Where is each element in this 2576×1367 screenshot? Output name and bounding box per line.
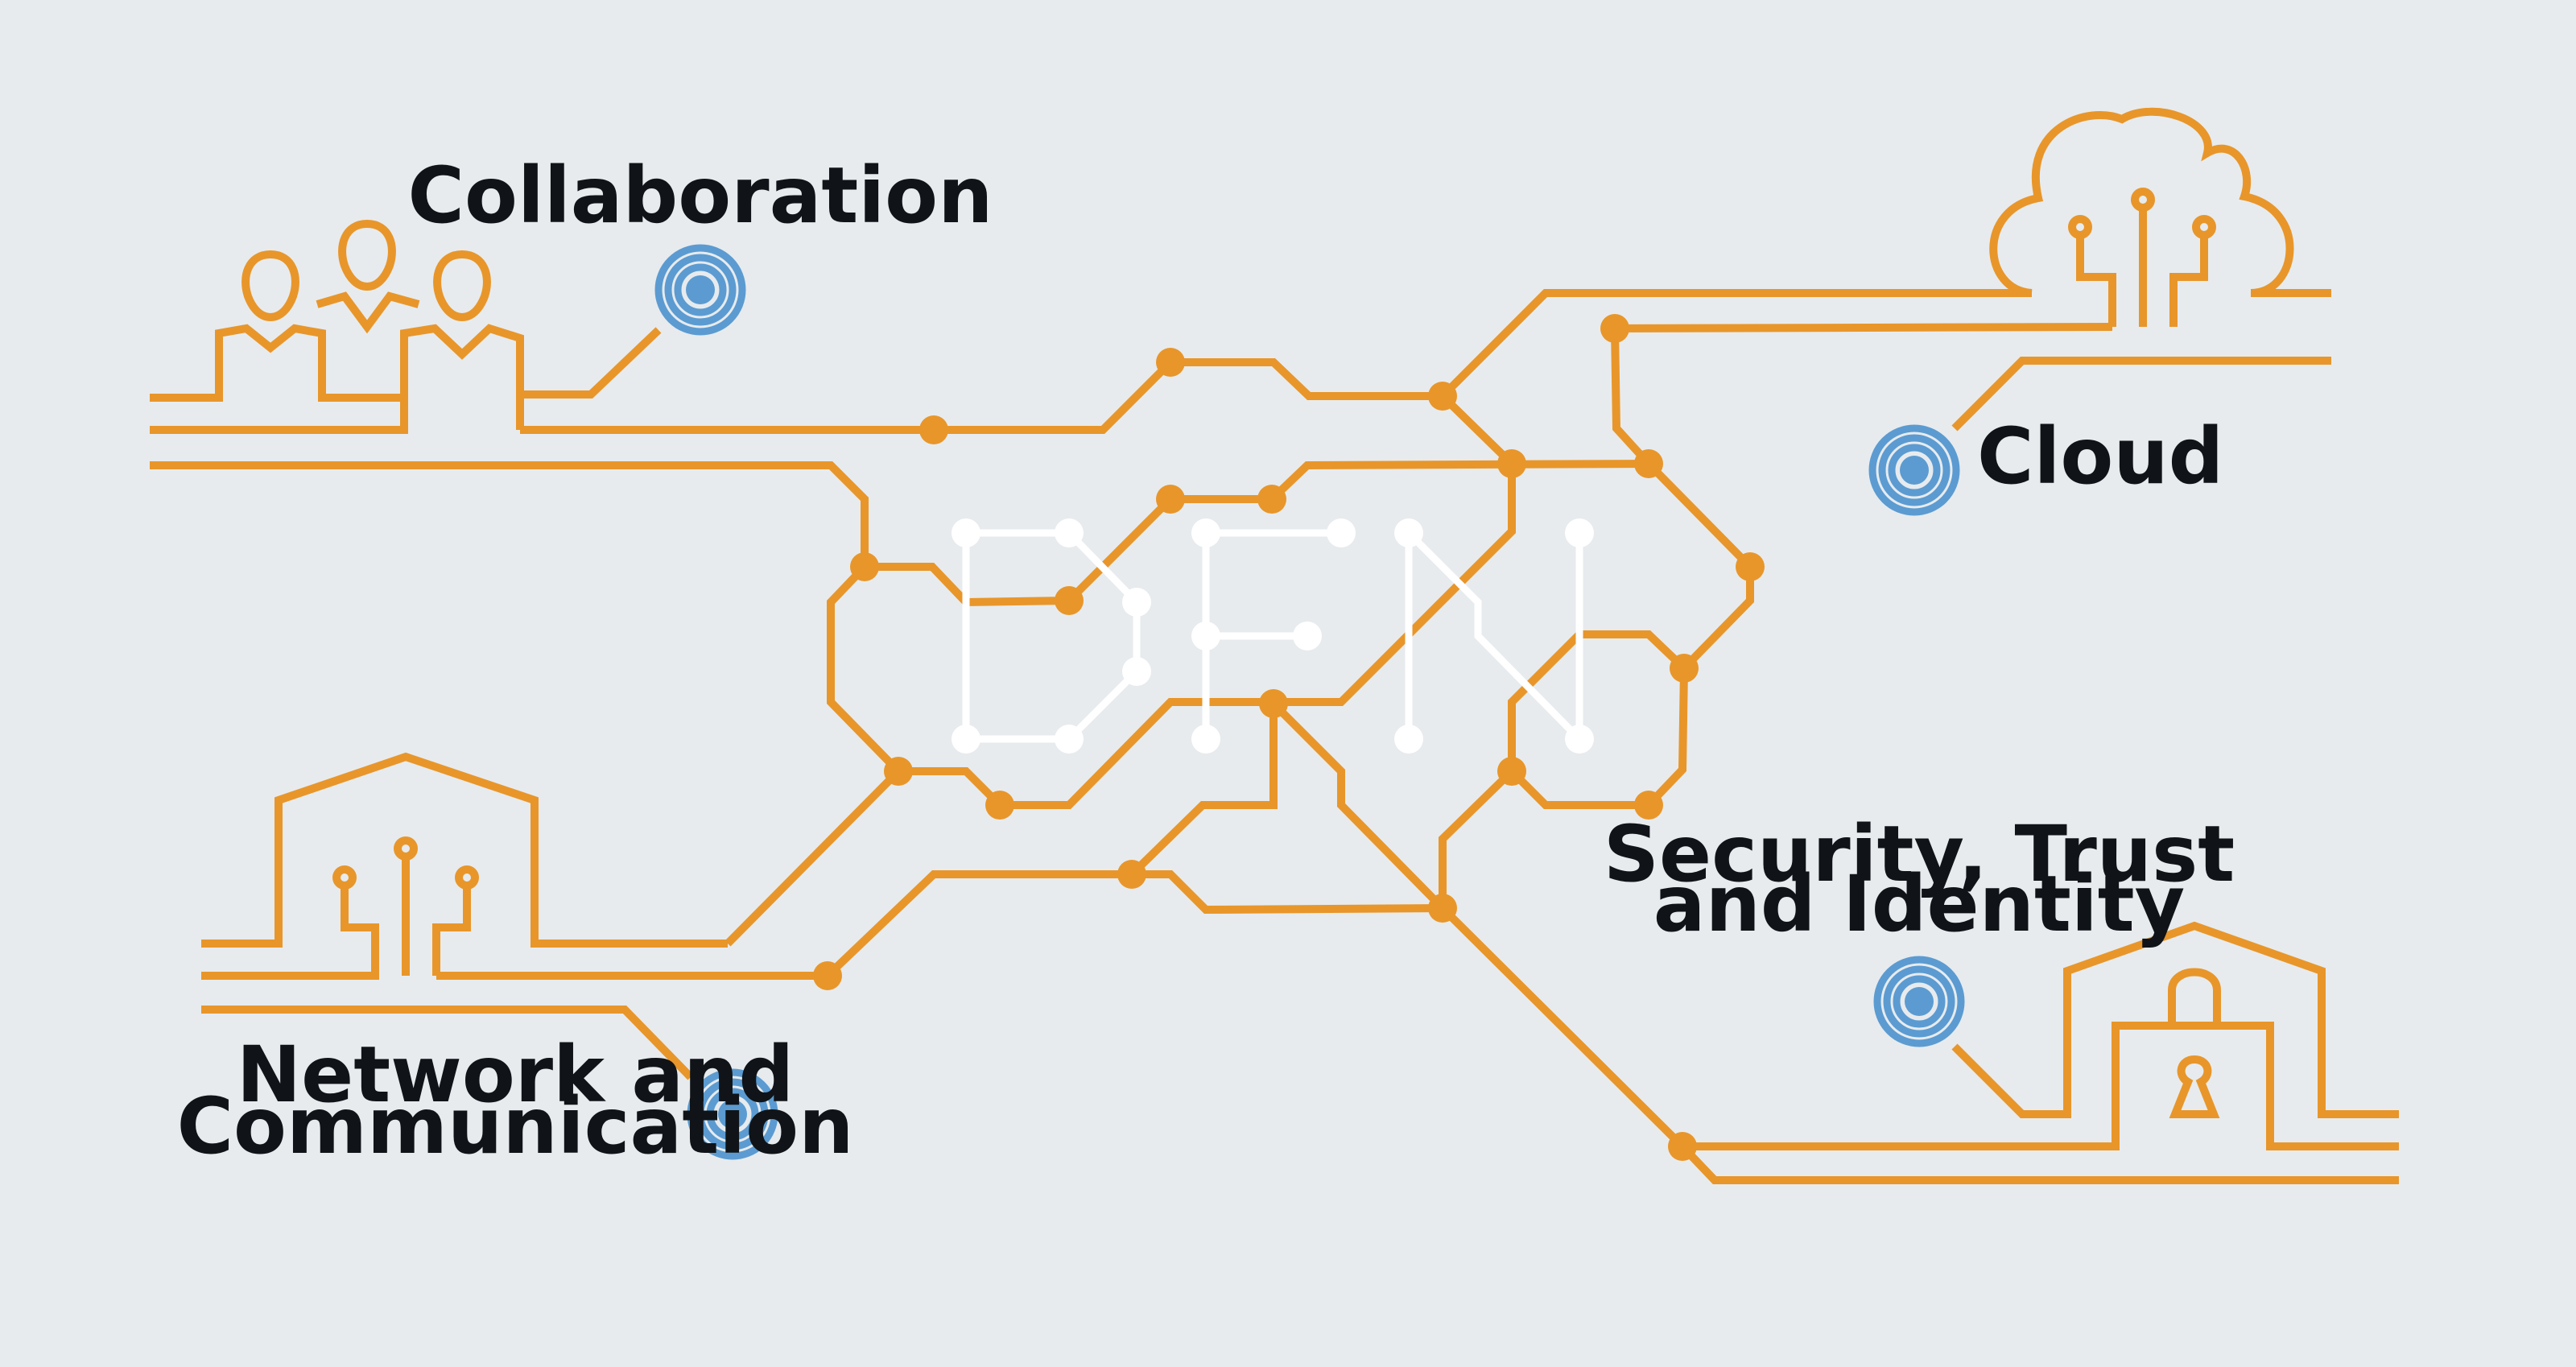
target-icon <box>654 244 746 336</box>
circuit-nodes <box>813 314 1765 1161</box>
house-icon <box>201 752 728 980</box>
security-label-line2: and Identity <box>1653 859 2185 949</box>
target-icon <box>687 1068 778 1160</box>
network-label-line2: Communication <box>177 1081 854 1171</box>
lock-house-icon <box>1679 921 2399 1184</box>
cloud-icon <box>1989 107 2331 327</box>
people-icon <box>150 219 524 434</box>
dfn-logo <box>952 518 1594 754</box>
security-label-line1: Security, Trust <box>1604 809 2235 899</box>
target-icon <box>1868 424 1960 516</box>
collaboration-label: Collaboration <box>408 151 993 241</box>
network-label-line1: Network and <box>237 1030 794 1120</box>
cloud-label: Cloud <box>1977 411 2223 502</box>
target-icon <box>1873 956 1965 1047</box>
